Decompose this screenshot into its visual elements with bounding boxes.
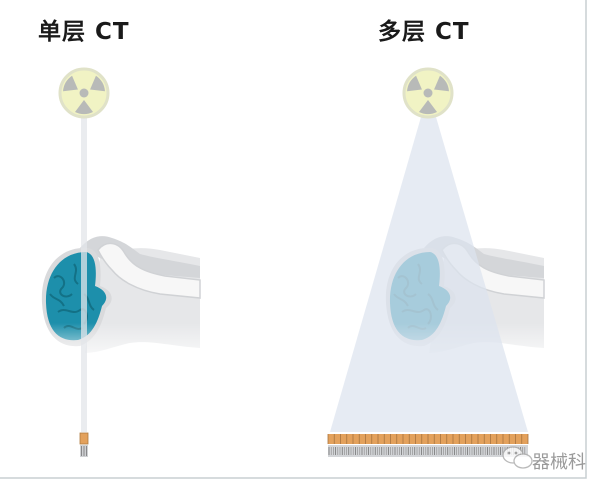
multi-slice-title: 多层 CT <box>378 19 470 45</box>
radiation-source-icon <box>58 67 110 119</box>
image-frame <box>0 0 587 479</box>
watermark: 器械科 <box>532 452 586 473</box>
single-slice-panel <box>29 67 211 457</box>
detector-single <box>79 432 89 457</box>
wechat-icon <box>502 446 533 469</box>
patient-head-left <box>29 235 211 369</box>
xray-beam-single <box>81 117 87 432</box>
multi-slice-panel <box>327 67 555 457</box>
single-slice-title: 单层 CT <box>38 19 130 45</box>
radiation-source-icon <box>402 67 454 119</box>
xray-beam-cone <box>330 117 528 432</box>
detector-multi <box>327 434 529 457</box>
